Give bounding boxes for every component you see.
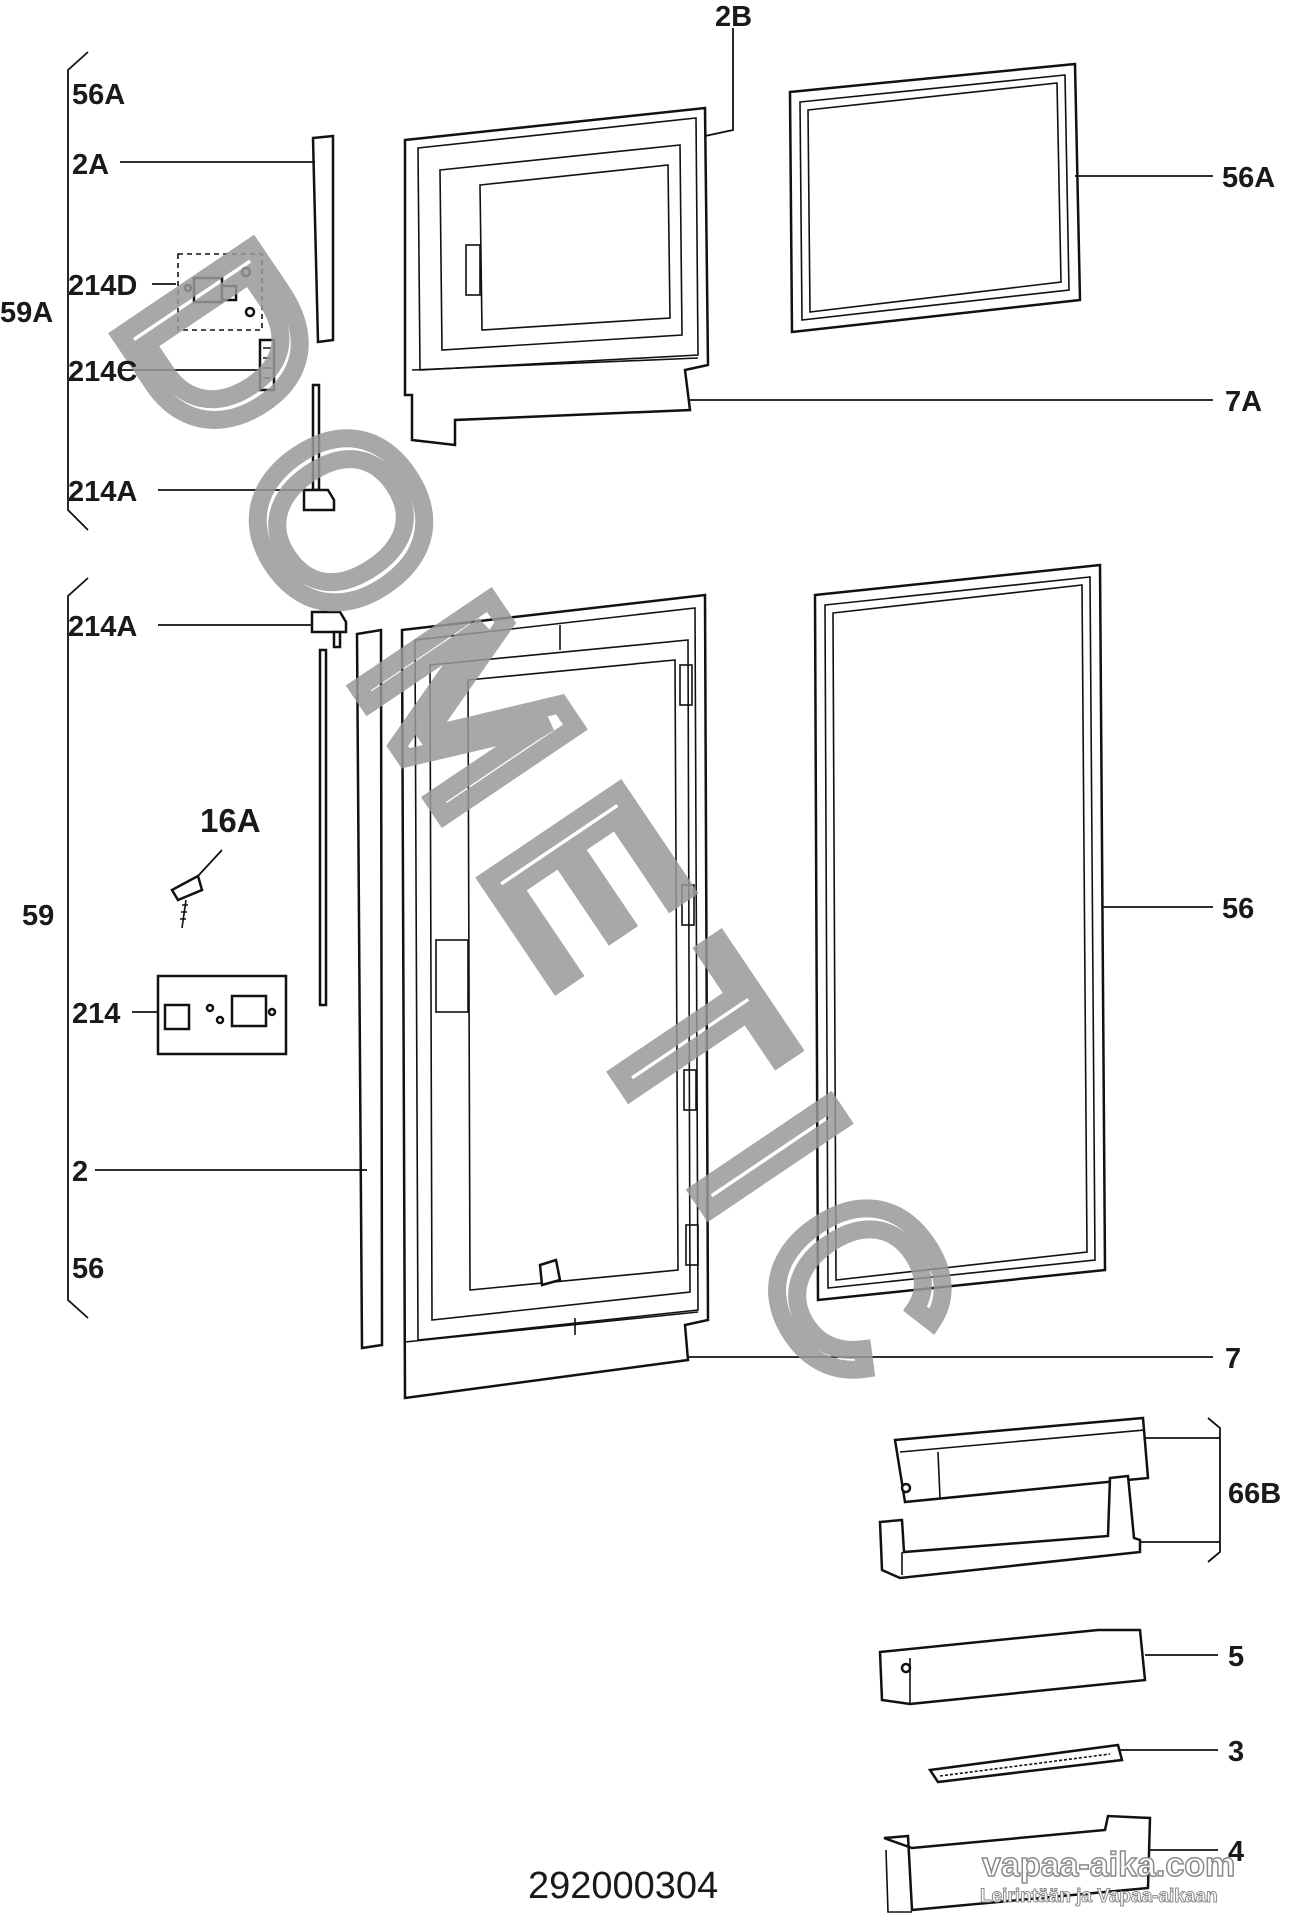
label-group-59A: 59A: [0, 297, 53, 329]
upper-gasket-56A: [788, 62, 1082, 334]
shelf-4: [883, 1814, 1152, 1913]
hinge-pin-214A-upper: [302, 383, 336, 512]
lower-gasket-56: [813, 563, 1107, 1302]
label-66B: 66B: [1228, 1478, 1281, 1510]
label-214C: 214C: [68, 356, 137, 388]
screw-16A: [170, 849, 223, 929]
label-group-59: 59: [22, 900, 54, 932]
shelf-66B-lid: [893, 1416, 1150, 1504]
drawing-number: 292000304: [528, 1865, 718, 1907]
shelf-3: [927, 1743, 1124, 1784]
label-16A: 16A: [200, 802, 261, 839]
bracket-59: [67, 577, 89, 1319]
shelf-5: [878, 1628, 1147, 1706]
label-214A-upper: 214A: [68, 476, 137, 508]
bracket-66B: [1207, 1417, 1221, 1563]
label-4: 4: [1228, 1836, 1244, 1868]
label-56A-right: 56A: [1222, 162, 1275, 194]
label-7A: 7A: [1225, 386, 1262, 418]
label-214: 214: [72, 998, 120, 1030]
label-2: 2: [72, 1156, 88, 1188]
upper-door: [403, 106, 710, 447]
component-214C: [258, 338, 276, 392]
strip-2A: [311, 134, 335, 344]
watermark-tagline: Leirintään ja Vapaa-aikaan: [980, 1886, 1218, 1907]
label-56A-top: 56A: [72, 79, 125, 111]
strip-2: [355, 628, 384, 1350]
lower-door: [400, 593, 710, 1400]
label-2B: 2B: [715, 1, 752, 33]
label-3: 3: [1228, 1736, 1244, 1768]
label-214A-lower: 214A: [68, 611, 137, 643]
label-56-left: 56: [72, 1253, 104, 1285]
hinge-kit-214D: [177, 253, 263, 331]
leader-2B: [704, 28, 734, 137]
label-214D: 214D: [68, 270, 137, 302]
hinge-kit-214: [156, 974, 288, 1056]
watermark-site: vapaa-aika.com: [982, 1846, 1235, 1884]
label-5: 5: [1228, 1641, 1244, 1673]
label-56-right: 56: [1222, 893, 1254, 925]
bracket-59A: [67, 51, 89, 531]
shelf-66B-tray: [878, 1474, 1142, 1580]
label-7: 7: [1225, 1343, 1241, 1375]
hinge-pin-214A-lower: [310, 610, 348, 1007]
label-2A: 2A: [72, 149, 109, 181]
